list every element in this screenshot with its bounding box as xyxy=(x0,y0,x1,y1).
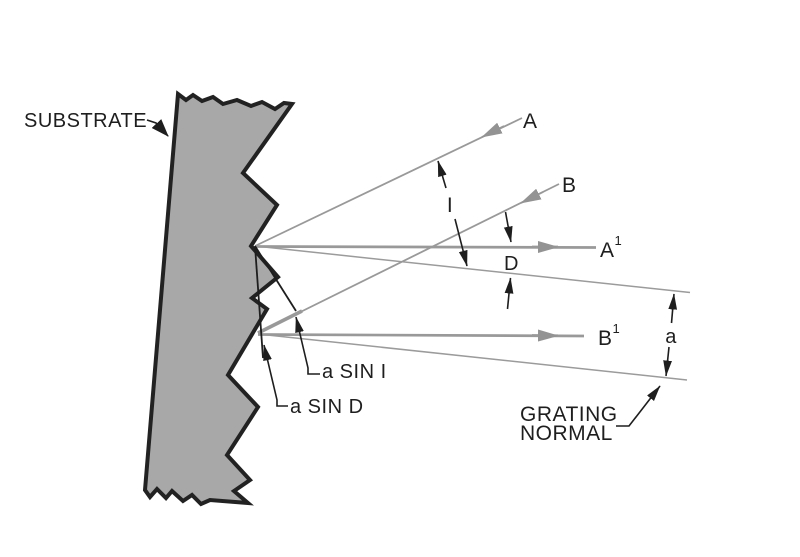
ray-a-label: A xyxy=(523,110,538,133)
ray-a1-label: A1 xyxy=(600,233,622,262)
construction-line-sin-i xyxy=(254,245,297,312)
substrate-label: SUBSTRATE xyxy=(24,110,147,132)
substrate-shape xyxy=(142,90,296,507)
a-sin-d-leader-arrow xyxy=(263,344,288,407)
angle-i-label: I xyxy=(447,194,453,217)
spacing-a-arrow-upper xyxy=(668,293,678,324)
angle-d-arrow-lower xyxy=(504,277,514,310)
path-difference-segment xyxy=(257,309,303,335)
ray-a-line xyxy=(254,117,523,247)
grating-normal-leader-arrow xyxy=(616,385,661,427)
ray-b1-line xyxy=(257,333,585,338)
substrate-leader-arrow xyxy=(146,119,169,137)
spacing-a-arrow-lower xyxy=(663,346,672,377)
angle-i-arrow-lower xyxy=(454,218,468,267)
angle-d-arrow-upper xyxy=(503,211,513,243)
grating-normal-upper-line xyxy=(254,245,691,294)
a-sin-i-label: a SIN I xyxy=(322,361,387,383)
a-sin-i-leader-arrow xyxy=(295,316,320,375)
ray-a-arrowhead xyxy=(481,122,505,138)
ray-b1-label: B1 xyxy=(598,321,620,350)
ray-b-line xyxy=(257,183,560,334)
ray-a1-superscript: 1 xyxy=(615,233,623,248)
angle-i-arrow-upper xyxy=(437,160,447,189)
grating-normal-label-line1: GRATING xyxy=(520,403,618,426)
ray-b-arrowhead xyxy=(520,188,544,204)
ray-b1-superscript: 1 xyxy=(613,321,621,336)
spacing-a-label: a xyxy=(665,326,677,348)
ray-b-label: B xyxy=(562,174,577,197)
grating-normal-lower-line xyxy=(257,333,688,381)
grating-normal-label-line2: NORMAL xyxy=(520,422,613,445)
angle-d-label: D xyxy=(504,253,519,275)
a-sin-d-label: a SIN D xyxy=(290,396,364,418)
construction-line-sin-d xyxy=(254,245,264,359)
